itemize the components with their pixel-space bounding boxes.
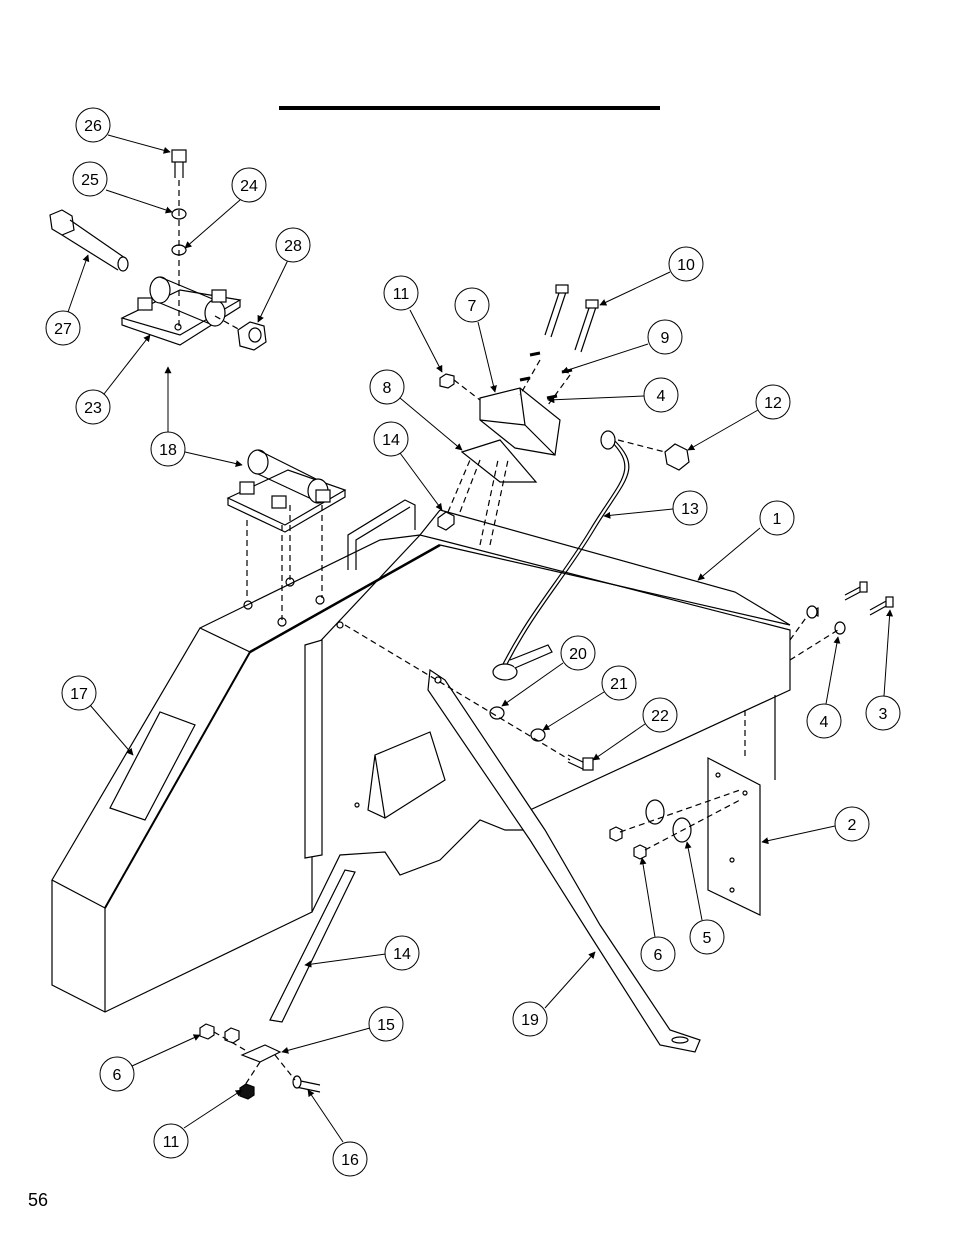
callout-label: 17 bbox=[70, 686, 88, 703]
callout-5: 5 bbox=[684, 841, 725, 955]
callout-11a: 11 bbox=[383, 275, 443, 373]
callout-28: 28 bbox=[257, 227, 311, 323]
callout-label: 22 bbox=[651, 708, 669, 725]
callout-label: 8 bbox=[383, 380, 392, 397]
callout-16: 16 bbox=[307, 1089, 368, 1177]
handle bbox=[347, 499, 416, 570]
callouts: 26 25 24 28 27 23 18 11 7 10 9 8 4 12 14… bbox=[45, 107, 901, 1177]
callout-label: 11 bbox=[163, 1134, 180, 1151]
cable-13 bbox=[499, 439, 626, 671]
strip-14 bbox=[269, 869, 356, 1023]
callout-12: 12 bbox=[687, 384, 791, 451]
callout-6b: 6 bbox=[99, 1034, 201, 1092]
callout-27: 27 bbox=[45, 254, 90, 346]
page-number: 56 bbox=[28, 1190, 49, 1210]
callout-14a: 14 bbox=[373, 421, 443, 511]
callout-label: 25 bbox=[81, 172, 99, 189]
callout-4b: 4 bbox=[806, 636, 842, 739]
callout-label: 11 bbox=[393, 286, 410, 303]
callout-label: 4 bbox=[820, 714, 829, 731]
callout-25: 25 bbox=[72, 161, 173, 214]
plate-2 bbox=[707, 757, 761, 916]
callout-17: 17 bbox=[61, 675, 134, 756]
callout-label: 3 bbox=[879, 706, 888, 723]
callout-14b: 14 bbox=[304, 935, 420, 971]
callout-label: 7 bbox=[468, 298, 477, 315]
callout-label: 27 bbox=[54, 321, 72, 338]
callout-label: 13 bbox=[681, 501, 699, 518]
callout-8: 8 bbox=[369, 369, 463, 451]
callout-4a: 4 bbox=[547, 377, 679, 413]
callout-19: 19 bbox=[512, 951, 596, 1037]
callout-label: 10 bbox=[677, 257, 695, 274]
side-bracket bbox=[367, 731, 446, 819]
callout-label: 1 bbox=[773, 511, 782, 528]
callout-label: 6 bbox=[113, 1067, 122, 1084]
callout-23: 23 bbox=[75, 334, 151, 425]
callout-label: 9 bbox=[661, 330, 670, 347]
callout-label: 26 bbox=[84, 118, 102, 135]
callout-22: 22 bbox=[592, 697, 678, 761]
callout-label: 19 bbox=[521, 1012, 539, 1029]
callout-10: 10 bbox=[599, 246, 704, 306]
callout-20: 20 bbox=[501, 635, 596, 707]
callout-label: 2 bbox=[848, 817, 857, 834]
callout-label: 5 bbox=[703, 930, 712, 947]
callout-13: 13 bbox=[603, 490, 708, 526]
callout-11b: 11 bbox=[153, 1089, 243, 1159]
callout-9: 9 bbox=[561, 319, 683, 374]
callout-label: 16 bbox=[341, 1152, 359, 1169]
callout-label: 14 bbox=[382, 432, 400, 449]
callout-label: 12 bbox=[764, 395, 782, 412]
callout-label: 14 bbox=[393, 946, 411, 963]
callout-7: 7 bbox=[454, 287, 497, 393]
callout-label: 15 bbox=[377, 1017, 395, 1034]
callout-label: 4 bbox=[657, 388, 666, 405]
callout-26: 26 bbox=[75, 107, 171, 154]
callout-6a: 6 bbox=[639, 857, 676, 972]
callout-label: 23 bbox=[84, 400, 102, 417]
callout-1: 1 bbox=[697, 500, 795, 581]
callout-3: 3 bbox=[865, 609, 901, 731]
callout-21: 21 bbox=[542, 665, 637, 731]
callout-label: 20 bbox=[569, 646, 587, 663]
drawing bbox=[49, 149, 894, 1100]
strut-19 bbox=[427, 668, 701, 1053]
callout-15: 15 bbox=[281, 1006, 404, 1054]
plate-8 bbox=[460, 439, 538, 483]
callout-2: 2 bbox=[761, 806, 870, 845]
callout-label: 24 bbox=[240, 178, 258, 195]
callout-18a: 18 bbox=[150, 366, 243, 468]
callout-label: 18 bbox=[159, 442, 177, 459]
callout-label: 6 bbox=[654, 947, 663, 964]
callout-label: 28 bbox=[284, 238, 302, 255]
callout-24: 24 bbox=[184, 167, 267, 249]
callout-label: 21 bbox=[610, 676, 628, 693]
